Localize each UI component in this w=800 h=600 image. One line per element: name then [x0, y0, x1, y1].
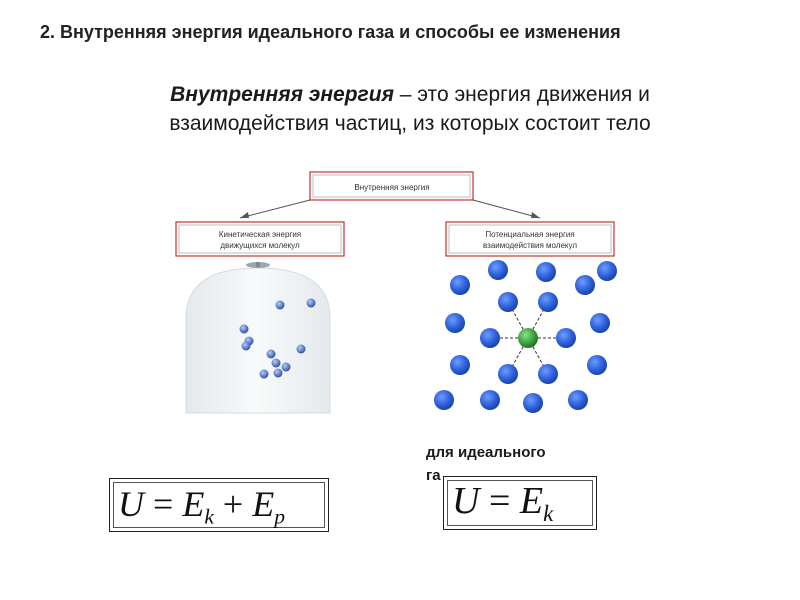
formula-general-equals: = — [153, 484, 174, 524]
kinetic-label-line2: движущихся молекул — [220, 241, 300, 250]
molecule-lattice-illustration — [434, 260, 620, 414]
kinetic-energy-box: Кинетическая энергия движущихся молекул — [175, 221, 345, 257]
note-line2: га — [426, 467, 441, 484]
formula-general-plus: + — [222, 484, 244, 524]
gas-dome-illustration — [185, 262, 331, 414]
ideal-gas-note: для идеального га — [426, 441, 546, 487]
lattice-molecules — [434, 260, 617, 413]
center-molecule — [518, 328, 538, 348]
formula-ideal-lhs: U — [452, 480, 480, 522]
formula-ideal-e1: E — [519, 480, 544, 522]
root-box-label: Внутренняя энергия — [354, 183, 429, 192]
formula-general-e2: E — [252, 484, 275, 524]
root-box: Внутренняя энергия — [309, 171, 474, 201]
formula-general-s1: k — [204, 504, 214, 529]
connector-arrows — [239, 199, 541, 219]
kinetic-label-line1: Кинетическая энергия — [219, 230, 301, 239]
formula-ideal-equals: = — [488, 480, 511, 522]
gas-molecules — [239, 298, 316, 379]
slide-title: 2. Внутренняя энергия идеального газа и … — [40, 22, 621, 42]
formula-ideal-s1: k — [543, 500, 554, 526]
potential-energy-box: Потенциальная энергия взаимодействия мол… — [445, 221, 615, 257]
definition-text: Внутренняя энергия – это энергия движени… — [100, 80, 720, 138]
formula-general-s2: p — [274, 504, 286, 529]
potential-label-line1: Потенциальная энергия — [485, 230, 574, 239]
formula-general-lhs: U — [118, 484, 144, 524]
note-line1: для идеального — [426, 444, 546, 461]
potential-label-line2: взаимодействия молекул — [483, 241, 577, 250]
formula-general-e1: E — [182, 484, 205, 524]
definition-body: – это энергия движения и взаимодействия … — [169, 83, 651, 135]
formula-general: U = Ek + Ep — [109, 478, 329, 532]
definition-term: Внутренняя энергия — [170, 83, 394, 106]
formula-ideal: U = Ek — [443, 476, 597, 530]
